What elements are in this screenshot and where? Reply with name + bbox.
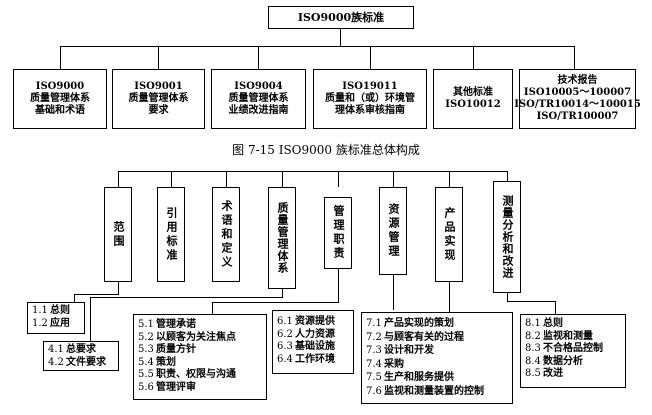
connector: [282, 289, 283, 297]
connector: [118, 282, 119, 294]
connector: [338, 269, 339, 302]
connector: [473, 46, 474, 69]
standard-box-iso9001: ISO9001 质量管理体系 要求: [112, 69, 205, 129]
standard-box-iso19011: ISO19011 质量和（或）环境管 理体系审核指南: [313, 69, 427, 129]
connector: [507, 171, 508, 187]
connector: [449, 282, 450, 312]
section-measure-label: 测量分析和改进: [501, 195, 514, 279]
section-qms: 质量管理体系: [268, 187, 296, 289]
connector: [258, 46, 259, 69]
connector: [282, 171, 283, 187]
connector: [171, 171, 172, 187]
standard-box-iso9000: ISO9000 质量管理体系 基础和术语: [13, 69, 107, 129]
connector: [449, 171, 450, 187]
standard-box-other: 其他标准 ISO10012: [433, 69, 513, 129]
connector: [158, 46, 159, 69]
connector: [212, 302, 339, 303]
section-scope-label: 范围: [112, 220, 125, 249]
connector: [212, 302, 213, 314]
connector: [74, 294, 119, 295]
section-normative-references: 引用标准: [157, 187, 185, 282]
connector: [393, 275, 394, 310]
connector: [340, 29, 341, 46]
connector: [60, 46, 61, 69]
section-resource-management: 资源管理: [379, 187, 407, 275]
standard-box-iso9004: ISO9004 质量管理体系 业绩改进指南: [211, 69, 306, 129]
section-terms-label: 术语和定义: [220, 199, 233, 270]
connector: [507, 301, 555, 302]
section-resource-label: 资源管理: [387, 203, 400, 259]
connector: [74, 294, 75, 302]
connector: [574, 46, 575, 69]
section-product-label: 产品实现: [443, 206, 456, 263]
connector: [338, 171, 339, 187]
section-scope: 范围: [104, 187, 132, 282]
section-product-realization: 产品实现: [435, 187, 463, 282]
connector: [226, 171, 227, 187]
section-mgmt-label: 管理职责: [332, 205, 345, 261]
connector: [393, 171, 394, 187]
section-measurement-analysis: 测量分析和改进: [493, 181, 521, 293]
root-node: ISO9000族标准: [268, 6, 414, 29]
section-references-label: 引用标准: [165, 206, 178, 263]
connector: [118, 171, 119, 187]
connector: [370, 46, 371, 69]
standard-box-technical-reports: 技术报告 ISO10005～100007 ISO/TR10014～100015 …: [514, 69, 641, 129]
connector: [90, 297, 91, 341]
connector: [507, 293, 508, 301]
section-qms-label: 质量管理体系: [276, 202, 289, 274]
connector: [60, 46, 574, 47]
section-terms-definitions: 术语和定义: [212, 187, 240, 282]
connector: [90, 297, 283, 298]
section-management-responsibility: 管理职责: [324, 197, 352, 269]
connector: [118, 171, 508, 172]
connector: [555, 301, 556, 314]
figure-caption: 图 7-15 ISO9000 族标准总体构成: [232, 143, 420, 157]
